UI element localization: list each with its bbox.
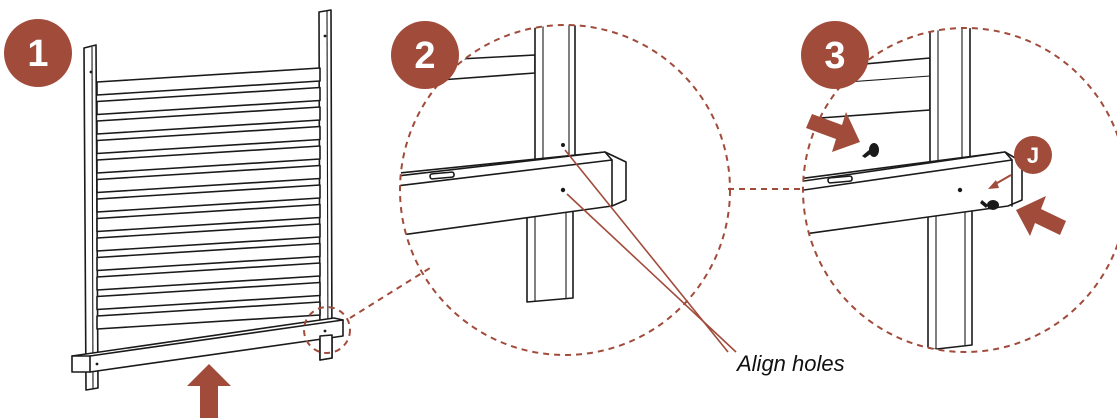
fence-slat <box>96 262 321 291</box>
fence-slats <box>96 67 321 330</box>
fence-slat <box>96 125 321 155</box>
fence-slat <box>96 164 321 194</box>
part-j-badge: J <box>1014 136 1052 174</box>
fence-slat <box>96 86 321 116</box>
fence-slat <box>96 301 321 330</box>
detail-marker-circle <box>303 306 351 354</box>
part-j-pointer <box>988 174 1012 189</box>
align-holes-callout: Align holes <box>735 351 845 376</box>
fence-slat <box>96 223 321 252</box>
left-post <box>83 44 99 391</box>
fence-slat <box>96 184 321 213</box>
fence-slat <box>96 106 321 135</box>
step-1-number: 1 <box>27 33 48 75</box>
fence-slat <box>96 281 321 311</box>
up-arrow <box>187 364 231 418</box>
step-1-badge: 1 <box>4 19 72 87</box>
fence-slat <box>96 145 321 174</box>
fence-slat <box>96 242 321 272</box>
step-3-badge: 3 <box>801 21 869 89</box>
bottom-rail <box>71 317 344 373</box>
fence-slat <box>96 67 321 96</box>
step-2-number: 2 <box>414 35 435 77</box>
detail-connector-line <box>349 267 431 319</box>
insert-arrow-upper <box>806 112 860 152</box>
screw-upper <box>862 143 879 158</box>
step-3-detail-circle <box>802 27 1117 353</box>
screw-lower <box>980 200 999 210</box>
step-2-badge: 2 <box>391 21 459 89</box>
step-3-detail <box>802 27 1117 353</box>
step-2-detail <box>399 24 806 356</box>
insert-arrow-lower <box>1016 196 1066 236</box>
part-j-label: J <box>1027 143 1039 168</box>
fence-slat <box>96 203 321 233</box>
step-3-number: 3 <box>824 35 845 77</box>
step-1-panel-illustration <box>71 9 431 418</box>
